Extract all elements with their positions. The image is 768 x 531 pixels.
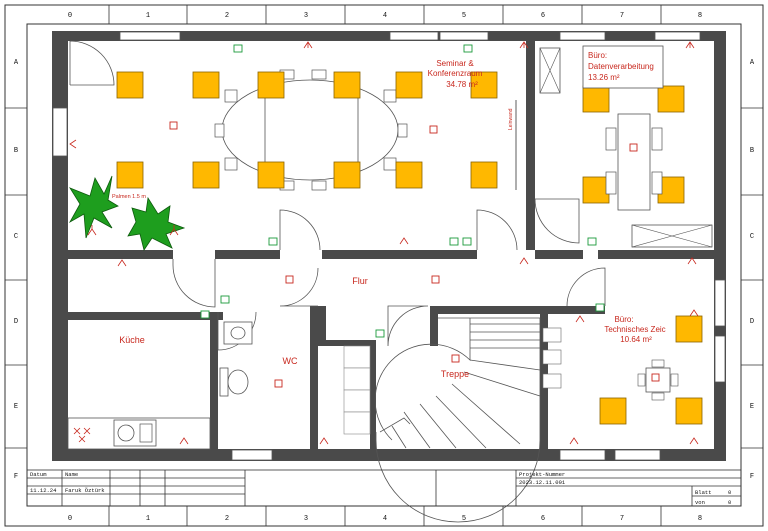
col-label-top: 0 <box>68 12 72 20</box>
room-name-buero-tz: Büro: <box>614 315 633 324</box>
outlet-icon <box>69 41 699 445</box>
col-label-top: 3 <box>304 12 308 20</box>
name-value: Faruk Öztürk <box>65 487 105 494</box>
desks <box>116 71 703 425</box>
room-name-flur: Flur <box>352 276 368 286</box>
room-name-treppe: Treppe <box>441 369 469 379</box>
row-label-right: A <box>750 59 755 67</box>
col-label-top: 4 <box>383 12 387 20</box>
screen-label: Leinwand <box>508 108 514 130</box>
frame-ticks <box>5 5 763 526</box>
row-label-left: D <box>14 318 18 326</box>
room-name-wc: WC <box>283 356 298 366</box>
buero-dv-label-box <box>582 45 664 89</box>
col-label-bottom: 2 <box>225 515 229 523</box>
office-table <box>617 113 651 211</box>
conference-chairs <box>214 69 408 191</box>
room-area-buero-dv: 13.26 m² <box>588 73 620 82</box>
projekt-value: 2023.12.11.001 <box>519 479 566 486</box>
col-label-bottom: 6 <box>541 515 545 523</box>
room-name-kueche: Küche <box>119 335 145 345</box>
conference-table <box>221 79 399 181</box>
col-label-top: 7 <box>620 12 624 20</box>
name-label: Name <box>65 471 78 478</box>
room-name-buero-tz-2: Technisches Zeic <box>604 325 665 334</box>
row-label-right: D <box>750 318 754 326</box>
stove-icon <box>73 427 91 443</box>
datum-value: 11.12.24 <box>30 487 57 494</box>
col-label-top: 5 <box>462 12 466 20</box>
washbasin <box>223 321 253 345</box>
col-label-bottom: 8 <box>698 515 702 523</box>
staircase <box>374 317 541 523</box>
row-label-right: C <box>750 233 754 241</box>
title-block <box>26 469 742 507</box>
von-label: von <box>695 499 705 506</box>
exit-sign-icon <box>200 44 605 338</box>
col-label-top: 1 <box>146 12 150 20</box>
outer-frame <box>4 4 764 527</box>
doors <box>69 40 606 351</box>
col-label-bottom: 5 <box>462 515 466 523</box>
room-area-buero-tz: 10.64 m² <box>620 335 652 344</box>
room-area-seminar: 34.78 m² <box>446 80 478 89</box>
row-label-left: A <box>14 59 19 67</box>
col-label-top: 6 <box>541 12 545 20</box>
row-label-right: F <box>750 473 754 481</box>
blatt-value: 0 <box>728 489 731 496</box>
col-label-top: 2 <box>225 12 229 20</box>
col-label-top: 8 <box>698 12 702 20</box>
col-label-bottom: 7 <box>620 515 624 523</box>
row-label-left: E <box>14 403 18 411</box>
col-label-bottom: 0 <box>68 515 72 523</box>
windows <box>52 31 726 461</box>
landing-steps <box>343 345 371 435</box>
row-label-left: C <box>14 233 18 241</box>
palm-label: Palmen 1.5 m <box>112 194 146 200</box>
chairs-hall <box>542 327 562 389</box>
toilet-icon <box>227 369 249 395</box>
row-label-right: E <box>750 403 754 411</box>
row-label-left: B <box>14 147 18 155</box>
round-table <box>645 367 671 393</box>
col-label-bottom: 4 <box>383 515 387 523</box>
col-label-bottom: 1 <box>146 515 150 523</box>
room-name-seminar: Seminar & <box>436 59 474 68</box>
row-label-left: F <box>14 473 18 481</box>
col-label-bottom: 3 <box>304 515 308 523</box>
toilet-tank <box>219 367 229 397</box>
room-name-seminar-2: Konferenzraum <box>428 69 483 78</box>
projekt-label: Projekt-Nummer <box>519 471 565 478</box>
room-name-buero-dv-2: Datenverarbeitung <box>588 62 654 71</box>
palm-plant <box>68 175 186 251</box>
datum-label: Datum <box>30 471 47 478</box>
smoke-detector-icon <box>169 121 660 388</box>
room-name-buero-dv: Büro: <box>588 51 607 60</box>
row-label-right: B <box>750 147 754 155</box>
von-value: 0 <box>728 499 731 506</box>
blatt-label: Blatt <box>695 489 712 496</box>
